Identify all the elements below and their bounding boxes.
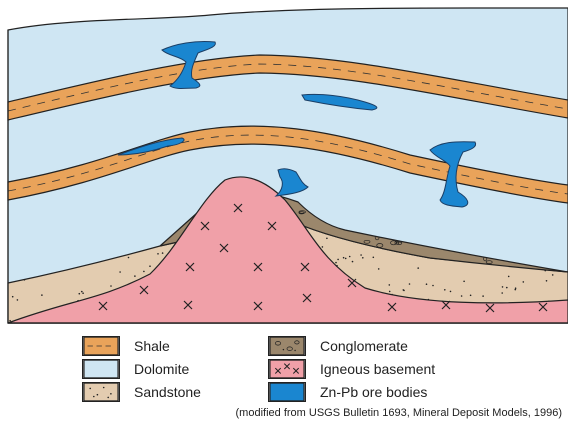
dolomite-swatch-icon <box>82 359 120 379</box>
cross-section-diagram <box>0 0 568 330</box>
legend-label: Sandstone <box>134 384 201 400</box>
source-caption: (modified from USGS Bulletin 1693, Miner… <box>236 407 562 419</box>
legend-label: Dolomite <box>134 361 189 377</box>
shale-swatch-icon <box>82 336 120 356</box>
ore-swatch-icon <box>268 382 306 402</box>
igneous-swatch-icon <box>268 359 306 379</box>
sandstone-swatch-icon <box>82 382 120 402</box>
legend-item-shale: Shale <box>82 334 170 358</box>
legend-label: Shale <box>134 338 170 354</box>
legend-item-dolomite: Dolomite <box>82 357 189 381</box>
legend-label: Igneous basement <box>320 361 435 377</box>
conglomerate-swatch-icon <box>268 336 306 356</box>
legend-item-igneous: Igneous basement <box>268 357 435 381</box>
legend-item-conglomerate: Conglomerate <box>268 334 408 358</box>
legend-label: Conglomerate <box>320 338 408 354</box>
legend-item-sandstone: Sandstone <box>82 380 201 404</box>
legend-label: Zn-Pb ore bodies <box>320 384 427 400</box>
legend-item-ore: Zn-Pb ore bodies <box>268 380 427 404</box>
